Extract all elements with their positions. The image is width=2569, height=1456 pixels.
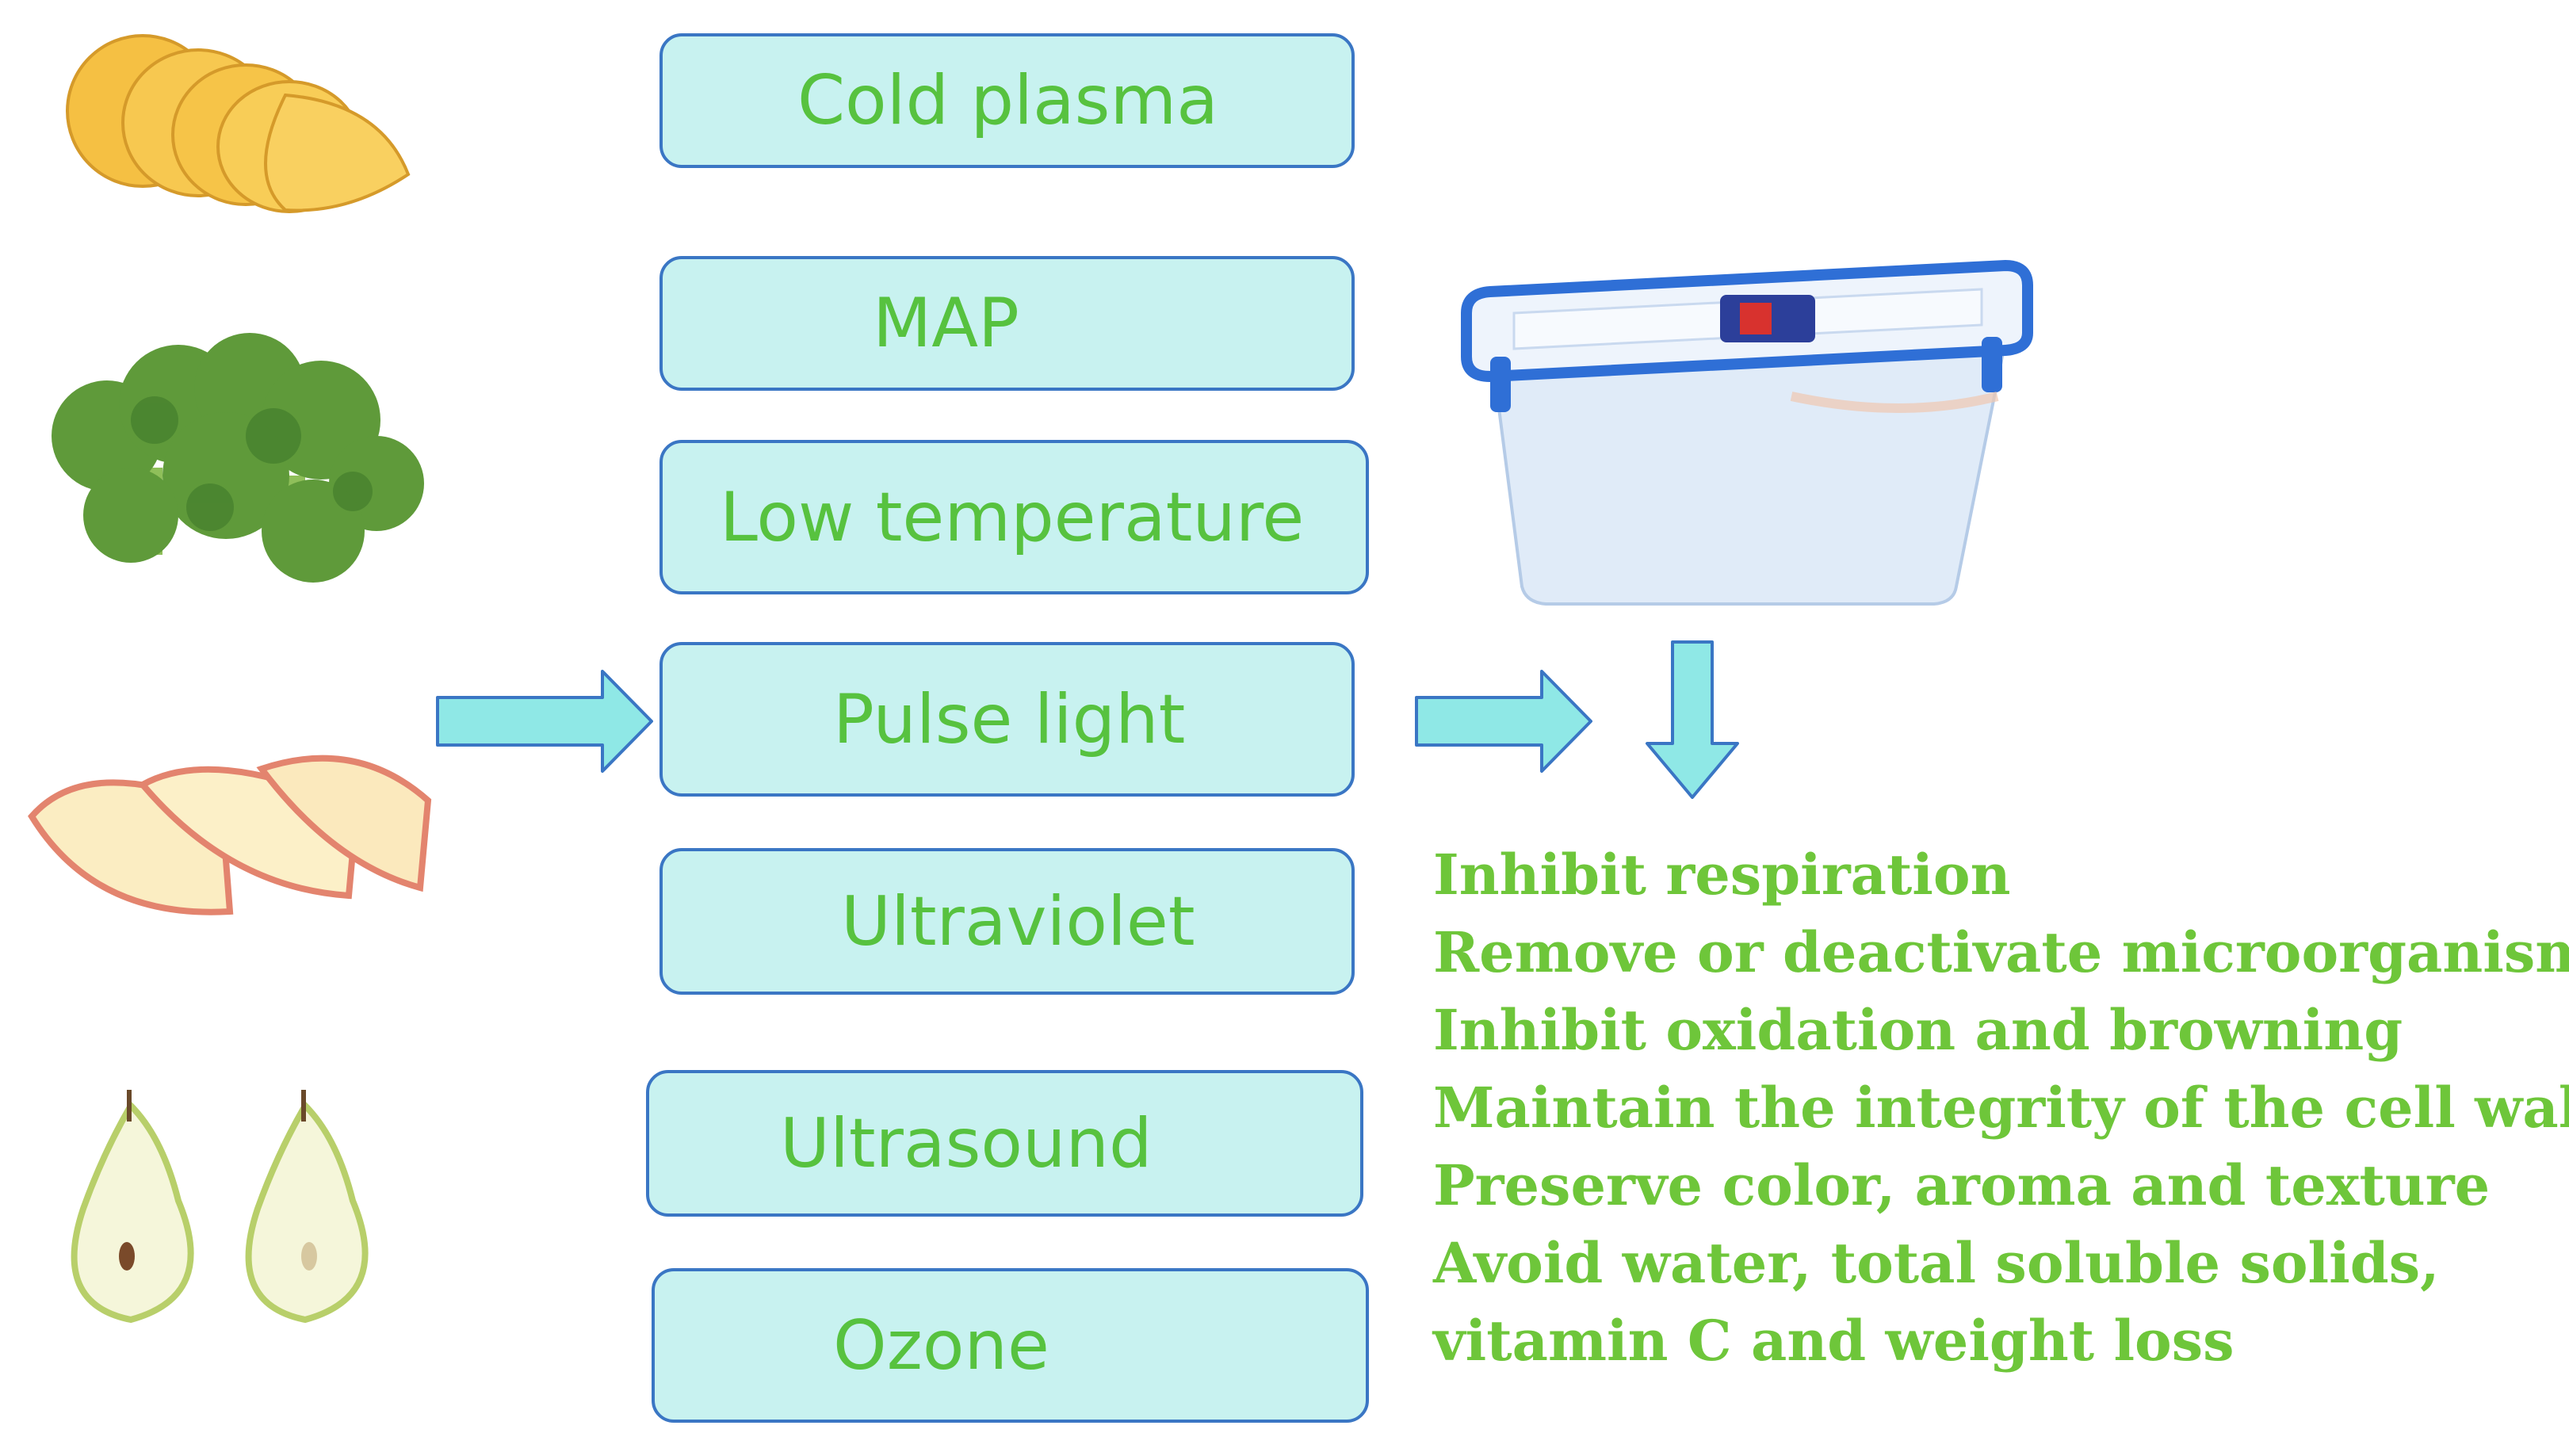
- apple-slices-image: [28, 755, 432, 915]
- arrow-right-icon: [1415, 670, 1592, 773]
- technique-box-ozone: Ozone: [652, 1268, 1369, 1423]
- technique-label: Ultraviolet: [841, 881, 1195, 961]
- benefit-line: Preserve color, aroma and texture: [1433, 1152, 2491, 1218]
- broccoli-image: [52, 333, 424, 583]
- technique-box-low-temperature: Low temperature: [659, 440, 1369, 594]
- technique-box-ultrasound: Ultrasound: [646, 1070, 1363, 1217]
- technique-label: Cold plasma: [797, 61, 1218, 140]
- technique-box-ultraviolet: Ultraviolet: [659, 848, 1355, 995]
- benefit-line: Remove or deactivate microorganisms: [1433, 919, 2569, 985]
- technique-box-map: MAP: [659, 256, 1355, 391]
- technique-label: Pulse light: [833, 679, 1186, 759]
- benefit-line: Inhibit respiration: [1433, 842, 2011, 908]
- sweet-potato-slices-image: [66, 34, 411, 213]
- arrow-down-icon: [1646, 640, 1739, 799]
- technique-box-cold-plasma: Cold plasma: [659, 33, 1355, 168]
- technique-label: Ultrasound: [780, 1103, 1153, 1183]
- benefit-line: Inhibit oxidation and browning: [1433, 997, 2403, 1063]
- benefit-line: Maintain the integrity of the cell wall: [1433, 1075, 2569, 1141]
- technique-box-pulse-light: Pulse light: [659, 642, 1355, 797]
- technique-label: MAP: [873, 284, 1019, 363]
- benefits-list: Inhibit respiration Remove or deactivate…: [1433, 836, 2569, 1380]
- benefit-line: vitamin C and weight loss: [1433, 1308, 2234, 1374]
- technique-label: Low temperature: [720, 477, 1305, 557]
- arrow-right-icon: [436, 670, 653, 773]
- benefit-line: Avoid water, total soluble solids,: [1433, 1230, 2440, 1296]
- technique-label: Ozone: [833, 1305, 1049, 1385]
- pear-halves-image: [71, 1090, 369, 1324]
- storage-container-image: [1461, 259, 2033, 606]
